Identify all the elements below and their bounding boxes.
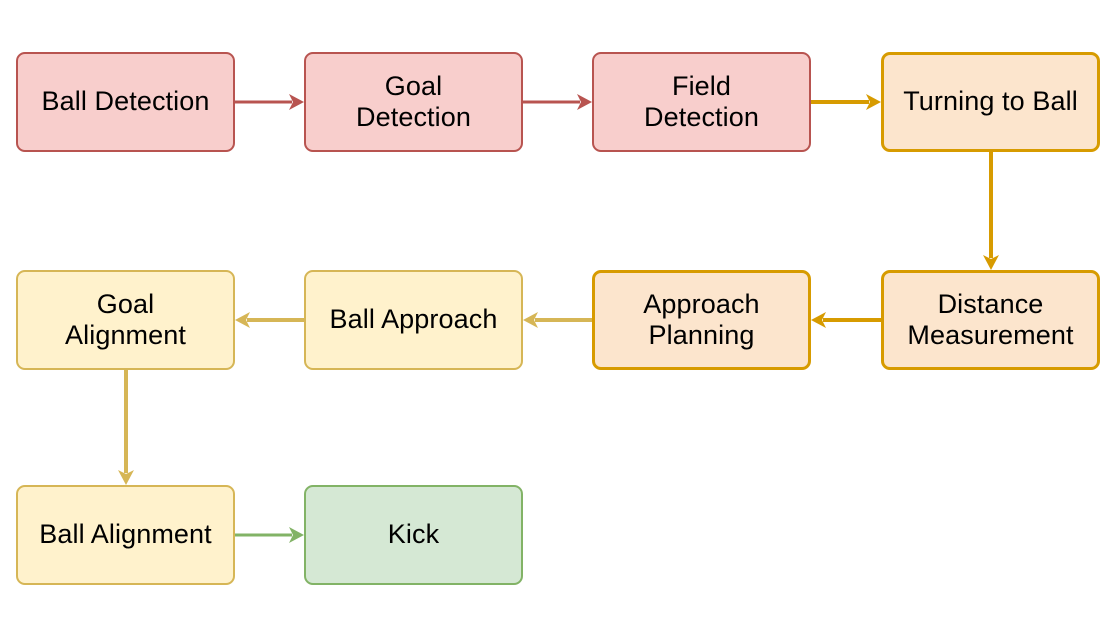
arrowhead-icon [523,312,538,328]
edge-distance-measurement-to-approach-planning [811,312,881,328]
edge-ball-detection-to-goal-detection [235,94,304,110]
node-turning-to-ball[interactable]: Turning to Ball [881,52,1100,152]
node-goal-alignment[interactable]: Goal Alignment [16,270,235,370]
node-ball-detection[interactable]: Ball Detection [16,52,235,152]
arrowhead-icon [577,94,592,110]
arrowhead-icon [866,94,881,110]
node-ball-alignment[interactable]: Ball Alignment [16,485,235,585]
arrowhead-icon [289,94,304,110]
arrowhead-icon [235,312,250,328]
node-field-detection[interactable]: Field Detection [592,52,811,152]
node-distance-measurement[interactable]: Distance Measurement [881,270,1100,370]
node-goal-detection[interactable]: Goal Detection [304,52,523,152]
edge-ball-alignment-to-kick [235,527,304,543]
edge-approach-planning-to-ball-approach [523,312,592,328]
edge-turning-to-ball-to-distance-measurement [983,152,999,270]
arrowhead-icon [811,312,826,328]
edge-ball-approach-to-goal-alignment [235,312,304,328]
node-approach-planning[interactable]: Approach Planning [592,270,811,370]
node-ball-approach[interactable]: Ball Approach [304,270,523,370]
edge-goal-alignment-to-ball-alignment [118,370,134,485]
edge-field-detection-to-turning-to-ball [811,94,881,110]
edge-goal-detection-to-field-detection [523,94,592,110]
arrowhead-icon [983,255,999,270]
node-kick[interactable]: Kick [304,485,523,585]
arrowhead-icon [289,527,304,543]
arrowhead-icon [118,470,134,485]
